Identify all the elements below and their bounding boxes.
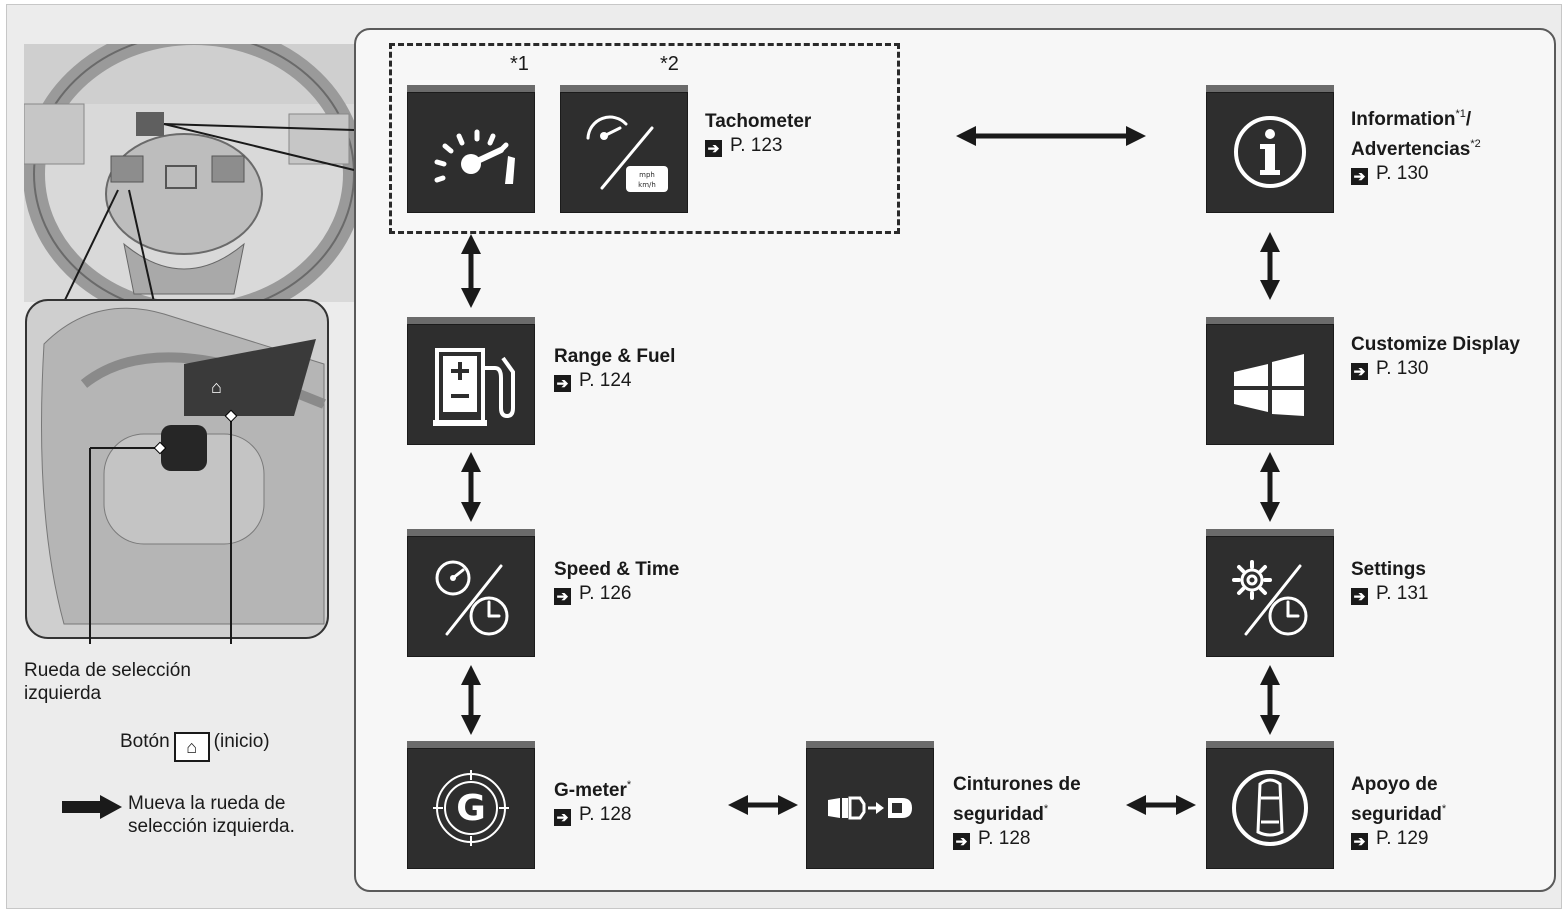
speed-time-label: Speed & Time ➔P. 126 [554, 559, 680, 606]
seatbelts-ref[interactable]: ➔P. 128 [953, 827, 1081, 851]
seatbelts-label: Cinturones de seguridad* ➔P. 128 [953, 774, 1081, 851]
settings-label: Settings ➔P. 131 [1351, 559, 1429, 606]
svg-text:G: G [456, 788, 486, 829]
customize-display-tile[interactable] [1206, 317, 1334, 445]
home-icon: ⌂ [211, 377, 222, 397]
information-tile[interactable] [1206, 85, 1334, 213]
svg-text:km/h: km/h [638, 181, 656, 189]
range-fuel-label: Range & Fuel ➔P. 124 [554, 346, 676, 393]
footnote-2: *2 [660, 53, 679, 75]
clock-icon [469, 596, 509, 636]
safety-support-label: Apoyo de seguridad* ➔P. 129 [1351, 774, 1447, 851]
g-meter-icon: G [433, 770, 509, 846]
g-meter-tile[interactable]: G [407, 741, 535, 869]
information-ref[interactable]: ➔P. 130 [1351, 162, 1481, 186]
range-fuel-tile[interactable] [407, 317, 535, 445]
g-meter-label: G-meter* ➔P. 128 [554, 779, 632, 827]
speed-time-ref[interactable]: ➔P. 126 [554, 582, 679, 606]
g-meter-ref[interactable]: ➔P. 128 [554, 803, 631, 827]
legend-arrow [62, 795, 122, 819]
speedometer-icon: mph km/h [586, 115, 668, 192]
speedometer-icon [435, 560, 509, 636]
tachometer-label: Tachometer ➔P. 123 [705, 111, 812, 158]
tachometer-tile[interactable] [407, 85, 535, 213]
seatbelts-tile[interactable] [806, 741, 934, 869]
svg-text:mph: mph [639, 171, 655, 179]
speed-time-tile[interactable] [407, 529, 535, 657]
tachometer-group [389, 43, 900, 234]
steering-wheel-illustration [24, 44, 360, 644]
customize-display-ref[interactable]: ➔P. 130 [1351, 357, 1520, 381]
range-fuel-ref[interactable]: ➔P. 124 [554, 369, 675, 393]
fuel-pump-icon [433, 348, 515, 426]
speedometer-tile[interactable]: mph km/h [560, 85, 688, 213]
home-button-label: Botón⌂(inicio) [120, 730, 270, 762]
settings-ref[interactable]: ➔P. 131 [1351, 582, 1428, 606]
home-icon: ⌂ [173, 732, 210, 762]
safety-support-ref[interactable]: ➔P. 129 [1351, 827, 1446, 851]
seatbelt-icon [828, 796, 912, 820]
gear-icon [1232, 560, 1308, 636]
customize-display-label: Customize Display ➔P. 130 [1351, 334, 1520, 381]
clock-icon [1268, 596, 1308, 636]
layout-icon [1234, 354, 1304, 416]
info-icon [1234, 116, 1306, 188]
settings-tile[interactable] [1206, 529, 1334, 657]
information-label: Information*1/ Advertencias*2 ➔P. 130 [1351, 108, 1481, 186]
tachometer-icon [434, 129, 515, 184]
car-top-icon [1232, 770, 1308, 846]
safety-support-tile[interactable] [1206, 741, 1334, 869]
footnote-1: *1 [510, 53, 529, 75]
tachometer-ref[interactable]: ➔P. 123 [705, 134, 811, 158]
